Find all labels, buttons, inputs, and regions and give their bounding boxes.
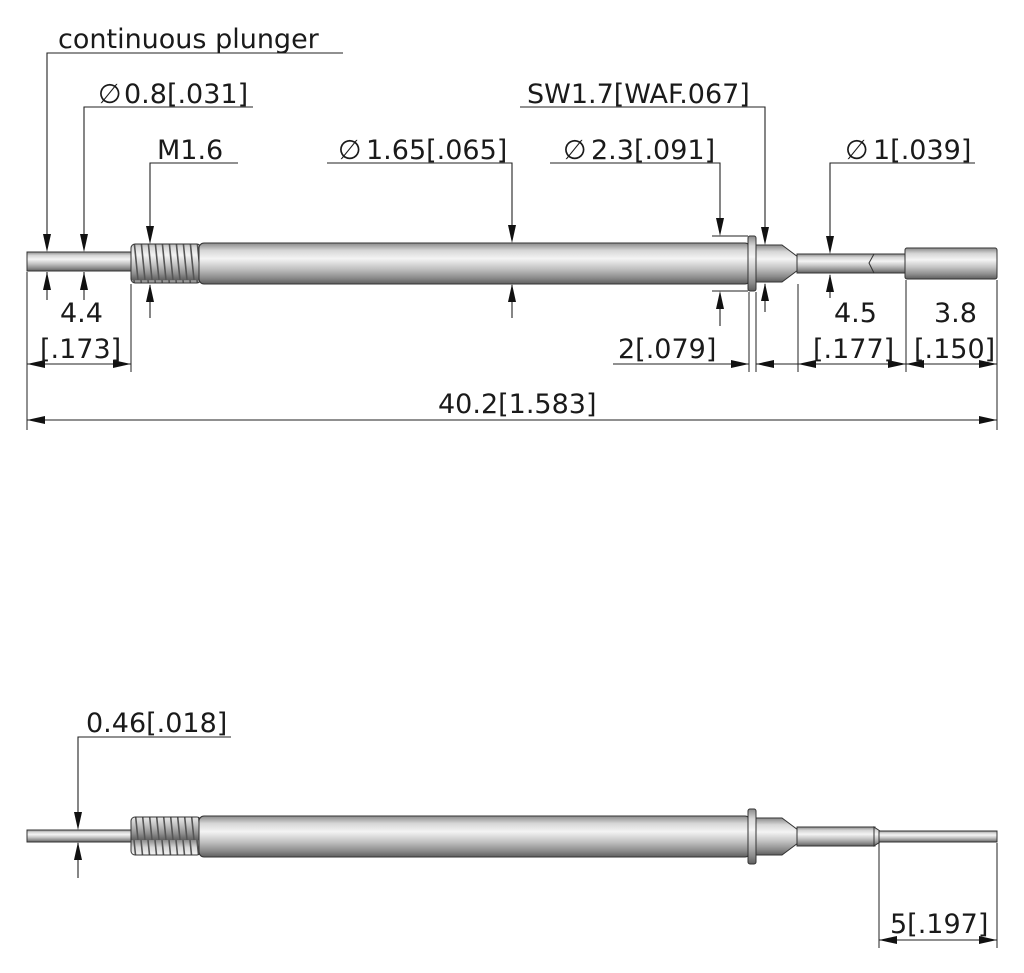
probe-bottom-neck bbox=[796, 826, 876, 847]
probe-top-plunger-tip bbox=[904, 247, 998, 280]
dim-thread-length: 4.4 [.173] bbox=[26, 272, 132, 430]
label-thread-length-mm: 4.4 bbox=[60, 298, 103, 329]
probe-top-hex bbox=[755, 244, 799, 283]
leader-plunger-diameter: ∅ 1[.039] bbox=[826, 135, 975, 298]
label-overall-length: 40.2[1.583] bbox=[438, 389, 596, 420]
leader-tip-diameter: ∅ 0.8[.031] bbox=[43, 79, 253, 300]
label-continuous-plunger: continuous plunger bbox=[58, 24, 320, 55]
label-hex-size: SW1.7[WAF.067] bbox=[527, 79, 750, 110]
probe-top bbox=[26, 235, 998, 292]
diameter-symbol: ∅ bbox=[563, 135, 587, 166]
label-bottom-tip-diameter: 0.46[.018] bbox=[86, 708, 227, 739]
diameter-symbol: ∅ bbox=[845, 135, 869, 166]
label-collar-width: 2[.079] bbox=[618, 334, 716, 365]
leader-hex-size: SW1.7[WAF.067] bbox=[520, 79, 769, 312]
label-neck-length-in: [.177] bbox=[813, 334, 894, 365]
probe-bottom-tip bbox=[26, 829, 133, 843]
label-bottom-tip-length: 5[.197] bbox=[890, 909, 988, 940]
dim-collar-width: 2[.079] bbox=[613, 292, 800, 372]
label-collar-diameter: 2.3[.091] bbox=[591, 135, 715, 166]
probe-top-tip bbox=[26, 251, 133, 272]
leader-thread: M1.6 bbox=[146, 135, 238, 318]
probe-bottom-hex bbox=[755, 817, 799, 856]
label-tip-diameter: 0.8[.031] bbox=[124, 79, 248, 110]
probe-bottom-plunger-tip bbox=[878, 830, 998, 843]
probe-bottom-barrel bbox=[198, 815, 751, 858]
probe-bottom bbox=[26, 808, 998, 865]
probe-bottom-collar bbox=[747, 808, 757, 865]
dim-neck-length: 4.5 [.177] bbox=[797, 280, 907, 372]
label-plunger-diameter: 1[.039] bbox=[873, 135, 971, 166]
label-barrel-diameter: 1.65[.065] bbox=[366, 135, 507, 166]
diameter-symbol: ∅ bbox=[98, 79, 122, 110]
leader-continuous-plunger: continuous plunger bbox=[43, 24, 343, 252]
label-thread: M1.6 bbox=[157, 135, 223, 166]
diameter-symbol: ∅ bbox=[338, 135, 362, 166]
label-thread-length-in: [.173] bbox=[40, 334, 121, 365]
probe-top-barrel bbox=[198, 242, 751, 285]
probe-top-thread bbox=[130, 243, 202, 284]
leader-collar-diameter: ∅ 2.3[.091] bbox=[550, 135, 748, 326]
label-tip-length-in: [.150] bbox=[914, 334, 995, 365]
leader-barrel-diameter: ∅ 1.65[.065] bbox=[327, 135, 516, 318]
dim-overall-length: 40.2[1.583] bbox=[27, 389, 997, 424]
probe-top-neck-taper bbox=[868, 253, 907, 274]
probe-bottom-thread bbox=[130, 816, 202, 856]
dim-tip-length: 3.8 [.150] bbox=[906, 280, 998, 430]
label-tip-length-mm: 3.8 bbox=[934, 298, 977, 329]
probe-top-neck bbox=[796, 253, 876, 274]
dim-bottom-tip-length: 5[.197] bbox=[878, 843, 998, 948]
probe-top-collar bbox=[747, 235, 757, 292]
leader-bottom-tip-diameter: 0.46[.018] bbox=[74, 708, 231, 878]
label-neck-length-mm: 4.5 bbox=[834, 298, 877, 329]
